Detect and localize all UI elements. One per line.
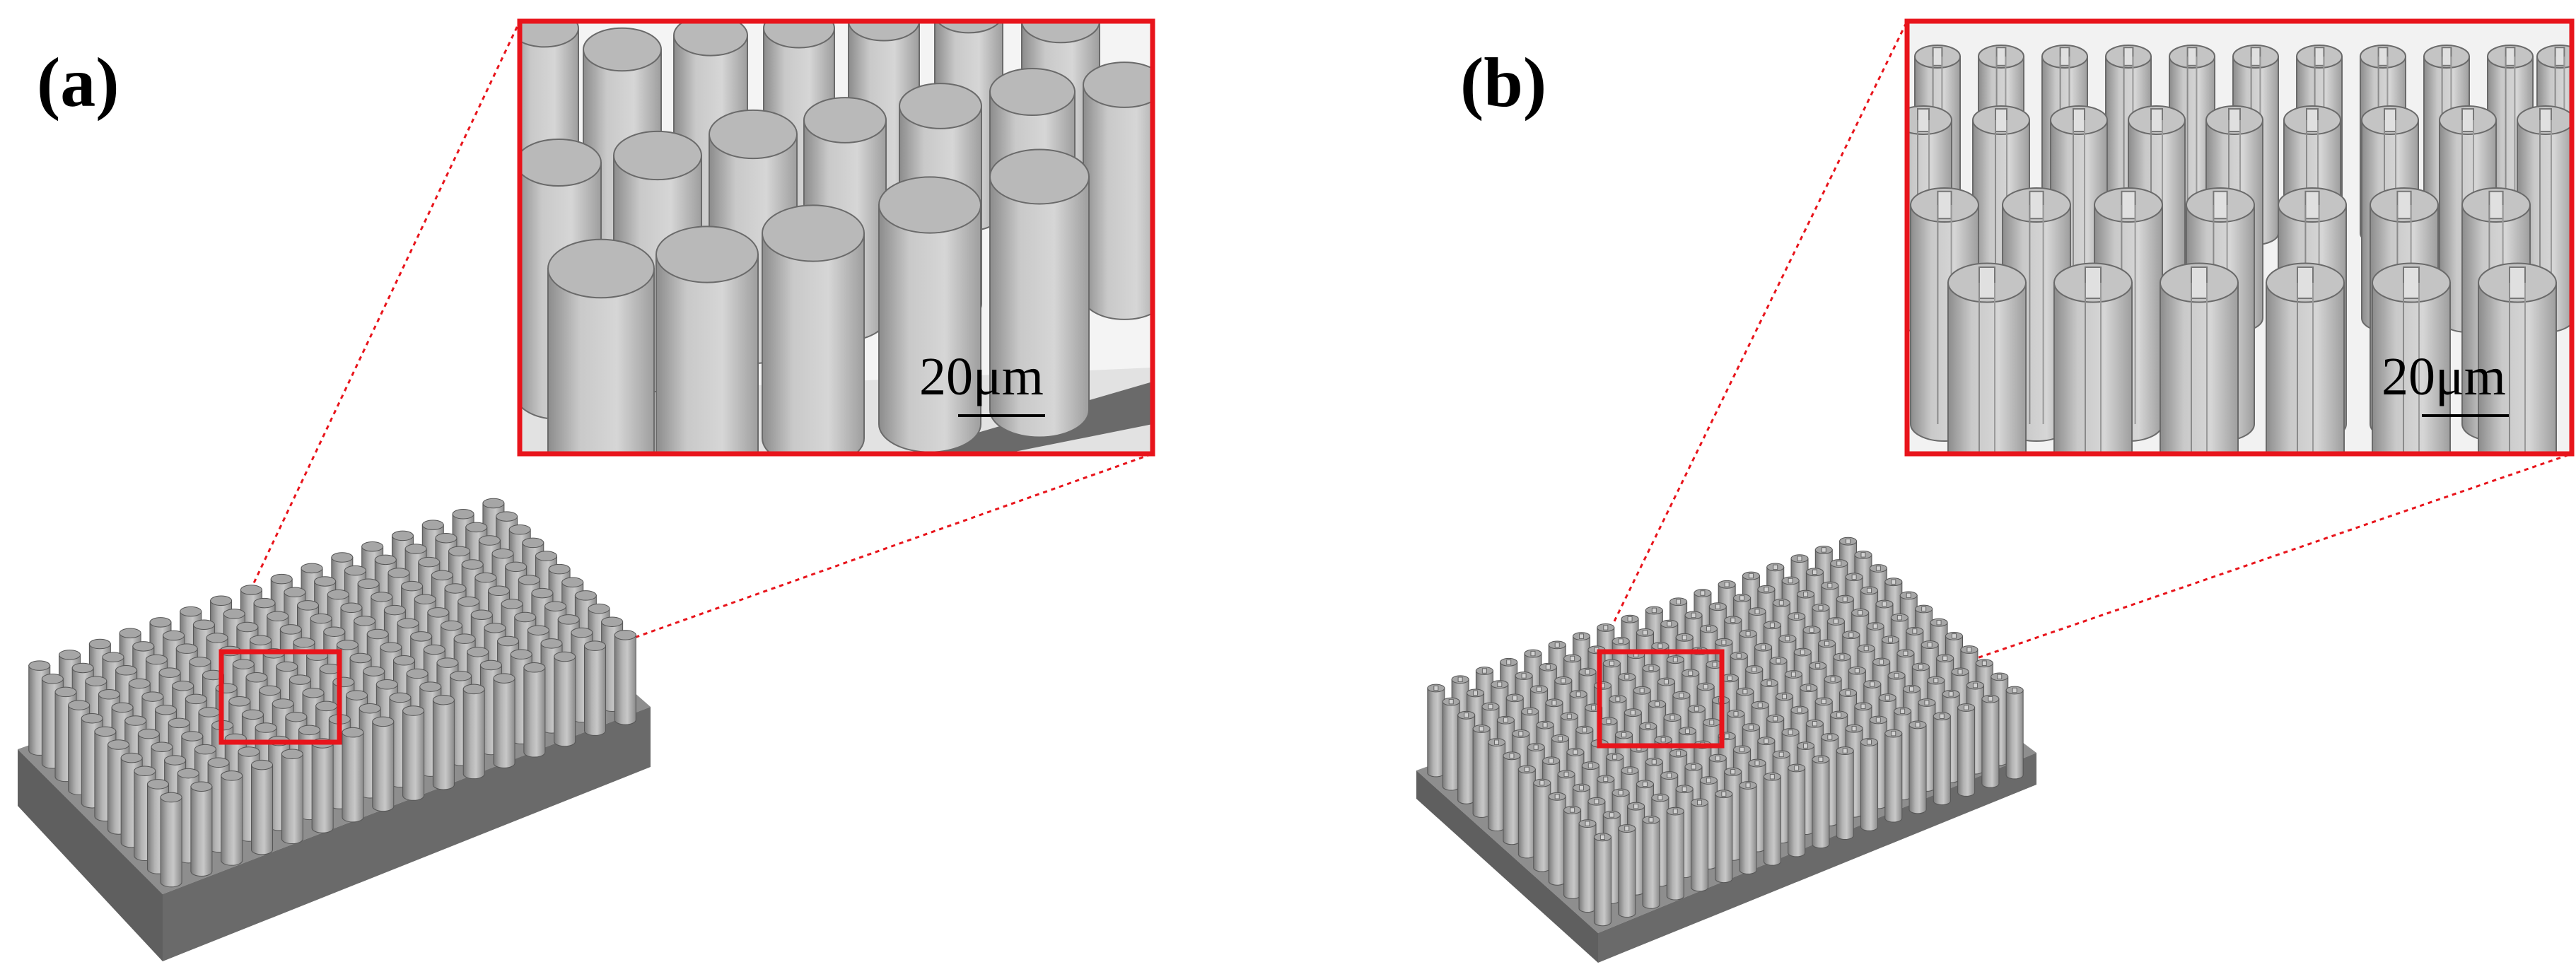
panel-a-pillar-array	[18, 498, 651, 961]
panel-a-inset-pillar	[655, 225, 759, 454]
panel-a-pillar	[614, 630, 636, 725]
panel-b-pillar	[1691, 798, 1709, 892]
panel-b-pillar-array	[1416, 537, 2036, 963]
panel-a-inset-pillar	[547, 238, 655, 454]
panel-b-pillar	[1578, 819, 1597, 913]
panel-a-inset: 20μm	[517, 18, 1155, 457]
panel-a-pillar	[221, 770, 243, 866]
panel-a-pillar	[372, 716, 395, 812]
panel-a-inset-pillar	[1083, 61, 1153, 320]
panel-b-pillar	[1618, 824, 1636, 918]
panel-b-pillar	[1457, 710, 1476, 804]
panel-a-selection-box	[218, 649, 342, 745]
panel-b-pillar	[1442, 697, 1460, 791]
panel-b-pillar	[1666, 807, 1684, 901]
panel-a-label: (a)	[37, 43, 120, 122]
panel-b-pillar	[1788, 763, 1806, 857]
panel-a-zoom-leader-lines	[220, 20, 1153, 744]
panel-a-pillar	[462, 684, 485, 780]
panel-b-inset-pillar	[1947, 262, 2027, 454]
panel-b-inset-pillar	[2053, 262, 2133, 454]
panel-b-pillar	[1563, 806, 1582, 899]
panel-a-inset-pillars	[520, 21, 1153, 454]
panel-a-pillar	[554, 651, 576, 747]
panel-a-scale-label: 20μm	[919, 347, 1044, 406]
panel-a-pillar	[342, 727, 364, 823]
panel-b-pillar	[1488, 738, 1506, 832]
panel-a-pillar	[281, 749, 303, 844]
panel-a-pillar	[523, 662, 546, 758]
panel-a-inset-pillar	[878, 176, 981, 453]
panel-b-pillars	[1427, 537, 2024, 927]
panel-b-inset-pillar	[2372, 262, 2451, 454]
panel-b-zoom-leader-lines	[1598, 20, 2572, 747]
panel-a-pillar	[251, 759, 274, 855]
panel-b-inset-pillar	[2266, 262, 2345, 454]
panel-b-pillar	[1715, 790, 1733, 884]
panel-b-pillar	[1503, 751, 1521, 845]
panel-b-base-right	[1598, 753, 2036, 963]
panel-b-pillar	[1860, 737, 1878, 831]
panel-b-pillar	[2005, 686, 2024, 780]
panel-a-inset-frame	[517, 18, 1155, 457]
panel-a-inset-pillar	[762, 204, 865, 454]
panel-a-inset-pillar	[989, 148, 1090, 438]
panel-a-pillar	[432, 694, 455, 790]
panel-a: (a) 20μm	[18, 18, 1155, 961]
panel-a-base-left	[18, 749, 163, 961]
panel-b-scale-label: 20μm	[2382, 347, 2506, 406]
panel-b-pillar	[1981, 694, 2000, 788]
panel-a-pillar	[583, 640, 606, 736]
panel-b-inset-pillars	[1907, 45, 2572, 454]
panel-b-pillar	[1517, 765, 1536, 859]
panel-b-pillar	[1957, 703, 1976, 797]
panel-a-pillar	[160, 792, 182, 888]
panel-b-inset-pillar	[2478, 262, 2557, 454]
panel-b: (b) 20μm	[1416, 18, 2575, 963]
panel-b-pillar	[1548, 792, 1566, 886]
panel-b-pillar	[1472, 725, 1491, 818]
panel-b-pillar	[1739, 781, 1757, 874]
panel-b-inset-pillar	[2160, 262, 2239, 454]
panel-b-pillar	[1812, 755, 1830, 849]
panel-b-pillar	[1642, 815, 1660, 909]
panel-b-pillar	[1933, 712, 1951, 806]
panel-b-selection-box	[1597, 649, 1725, 749]
panel-b-pillar	[1593, 833, 1612, 927]
panel-b-pillar	[1533, 778, 1551, 872]
panel-a-pillars	[28, 498, 636, 888]
panel-a-base-right	[163, 707, 651, 961]
panel-b-label: (b)	[1460, 43, 1546, 122]
panel-b-pillar	[1836, 746, 1854, 840]
panel-b-base-left	[1416, 770, 1598, 963]
panel-b-inset: 20μm	[1904, 18, 2575, 457]
panel-a-pillar	[311, 738, 334, 833]
panel-b-pillar	[1763, 772, 1781, 866]
panel-a-pillar	[493, 673, 515, 768]
panel-b-inset-frame	[1904, 18, 2575, 457]
panel-a-pillar	[190, 781, 213, 877]
panel-b-pillar	[1427, 684, 1445, 778]
panel-b-pillar	[1884, 729, 1903, 823]
panel-b-pillar	[1908, 720, 1927, 814]
panel-a-pillar	[402, 705, 425, 801]
